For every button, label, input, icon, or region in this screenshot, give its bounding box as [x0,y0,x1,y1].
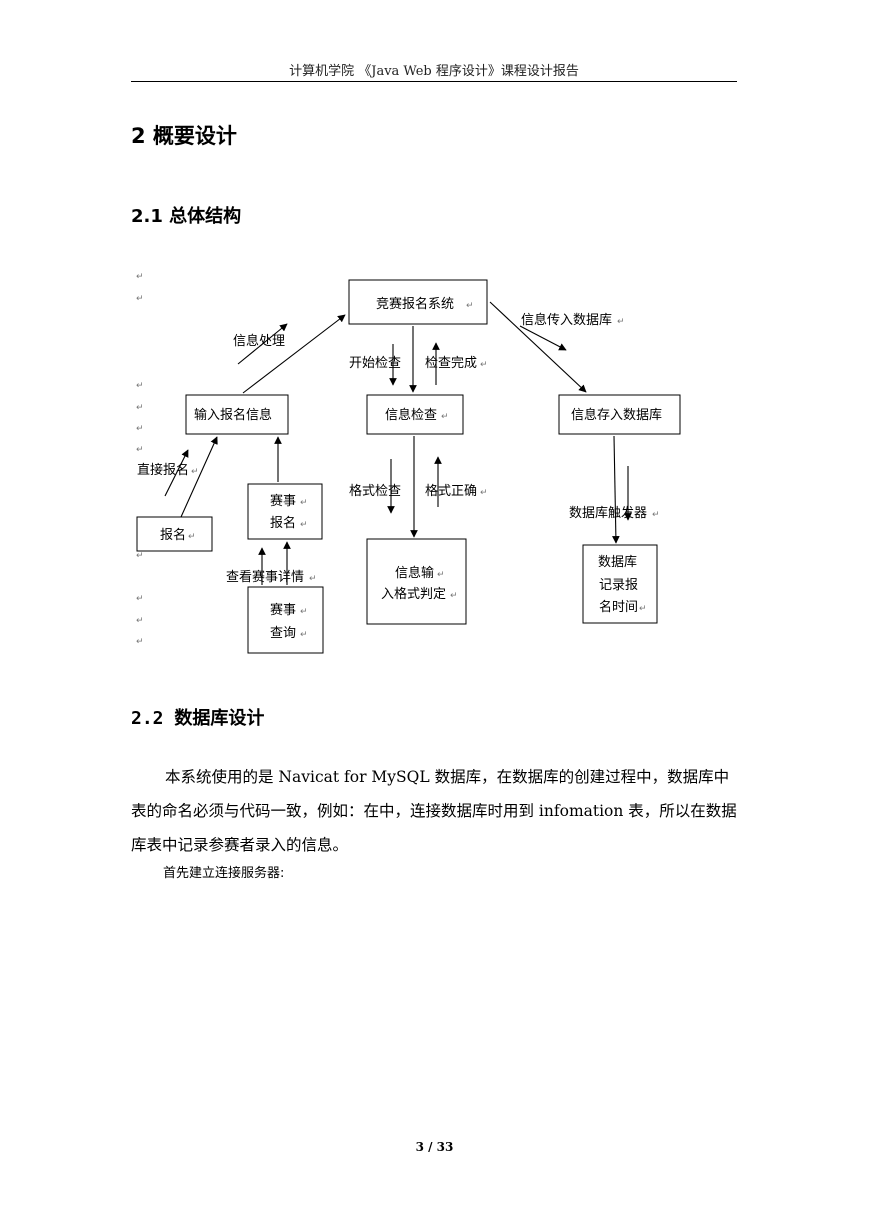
page-number: 3 / 33 [415,1140,454,1154]
box-event-query-line2: 查询 [270,626,296,641]
return-mark: ↵ [450,591,458,601]
box-format-judge-line2: 入格式判定 [381,586,446,602]
header-rule [131,81,737,82]
subsection-title-structure: 2.1 总体结构 [131,206,242,227]
page-header: 计算机学院 《Java Web 程序设计》课程设计报告 [289,64,579,79]
box-input-info [185,394,289,435]
arrow-direct-signup [164,449,189,497]
box-signup [136,516,213,552]
return-mark: ↵ [441,412,449,422]
arrow-signup-to-input [180,436,218,518]
return-mark: ↵ [136,445,144,455]
return-mark: ↵ [300,498,308,508]
box-signup-label: 报名 [160,527,186,543]
return-mark: ↵ [136,403,144,413]
return-mark: ↵ [309,574,317,584]
label-to-db: 信息传入数据库 [521,312,612,328]
label-start-check: 开始检查 [349,356,401,371]
box-db-record-time-line1: 数据库 [598,554,637,570]
return-mark: ↵ [136,424,144,434]
box-system-label: 竞赛报名系统 [376,296,454,312]
arrow-input-to-system [242,314,346,394]
return-mark: ↵ [136,381,144,391]
box-event-signup [247,483,323,540]
box-event-signup-line1: 赛事 [270,493,296,509]
return-mark: ↵ [136,551,144,561]
return-mark: ↵ [480,488,488,498]
return-mark: ↵ [188,532,196,542]
return-mark: ↵ [136,294,144,304]
return-mark: ↵ [300,607,308,617]
box-store-db [558,394,681,435]
return-mark: ↵ [639,604,647,614]
return-mark: ↵ [136,616,144,626]
section-title: 2 概要设计 [131,124,237,148]
box-info-check-label: 信息检查 [385,407,437,423]
label-db-trigger: 数据库触发器 [569,505,647,521]
label-direct-signup: 直接报名 [137,462,189,478]
label-info-process: 信息处理 [233,333,285,349]
label-format-ok: 格式正确 [425,483,477,499]
box-db-record-time-line2: 记录报 [599,578,638,593]
subsection-title-database: 2.2 数据库设计 [131,708,265,729]
return-mark: ↵ [191,467,199,477]
return-mark: ↵ [136,637,144,647]
body-paragraph-2: 首先建立连接服务器: [163,866,285,881]
return-mark: ↵ [652,510,660,520]
arrow-to-db-label [519,325,567,351]
body-paragraph-1: 本系统使用的是 Navicat for MySQL 数据库，在数据库的创建过程中… [131,768,737,854]
return-mark: ↵ [437,570,445,580]
box-system [348,279,488,325]
box-db-record-time-line3: 名时间 [599,599,638,615]
box-event-query [247,586,324,654]
return-mark: ↵ [136,594,144,604]
box-format-judge [366,538,467,625]
margin-return-marks: ↵ ↵ ↵ ↵ ↵ ↵ ↵ ↵ ↵ ↵ [136,272,144,647]
return-mark: ↵ [617,317,625,327]
return-mark: ↵ [136,272,144,282]
arrow-info-process [237,323,288,365]
box-event-query-line1: 赛事 [270,602,296,618]
box-db-record-time [582,544,658,624]
box-info-check [366,394,464,435]
label-view-event-detail: 查看赛事详情 [226,569,304,585]
box-format-judge-line1: 信息输 [395,565,434,581]
return-mark: ↵ [300,630,308,640]
return-mark: ↵ [300,520,308,530]
box-event-signup-line2: 报名 [270,515,296,531]
return-mark: ↵ [466,301,474,311]
arrow-store-to-record [612,435,620,544]
return-mark: ↵ [480,360,488,370]
arrow-system-to-db [489,301,587,393]
box-store-db-label: 信息存入数据库 [571,407,662,423]
label-check-done: 检查完成 [425,356,477,371]
label-format-check: 格式检查 [349,483,401,499]
box-input-info-label: 输入报名信息 [194,407,272,423]
